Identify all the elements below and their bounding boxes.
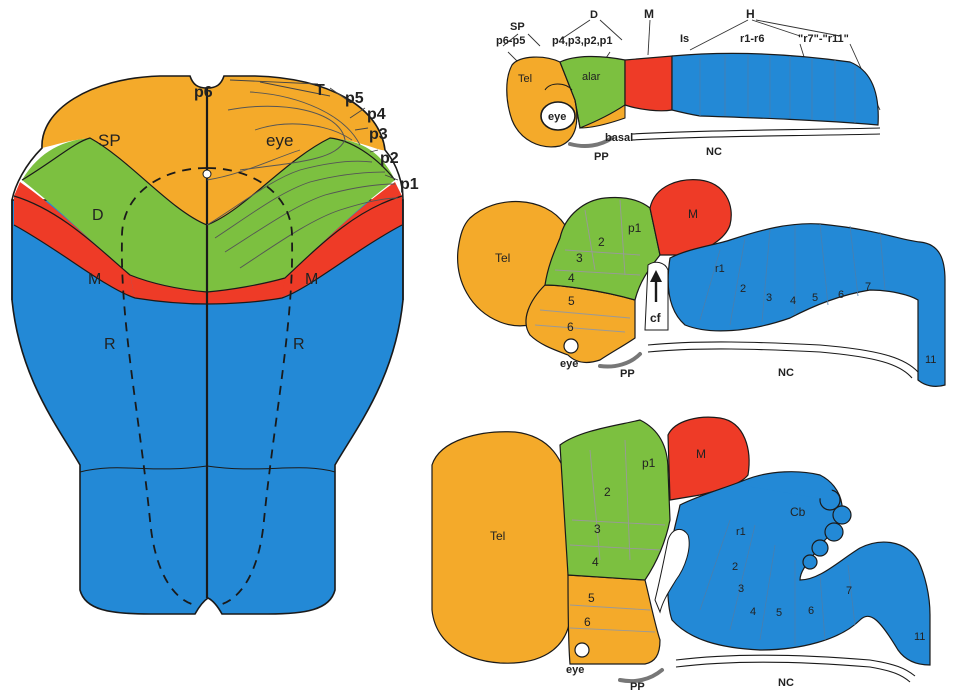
late-label-r11: 11 [914, 631, 925, 643]
top-label-d: D [590, 9, 598, 21]
late-label-cb: Cb [790, 505, 806, 519]
mid-label-p1: p1 [628, 221, 642, 235]
mid-label-6: 6 [567, 320, 574, 334]
m-early [625, 56, 672, 111]
eye-late [575, 643, 589, 657]
ventral-mid [526, 285, 635, 362]
mid-label-eye: eye [560, 358, 578, 370]
late-label-nc: NC [778, 677, 794, 689]
late-label-4: 4 [592, 555, 599, 569]
late-label-5: 5 [588, 591, 595, 605]
label-p5: p5 [345, 90, 364, 107]
notochord-late [676, 655, 915, 676]
mid-label-4: 4 [568, 271, 575, 285]
mid-label-r1: r1 [715, 263, 725, 275]
label-p2: p2 [380, 150, 399, 167]
label-d: D [92, 207, 104, 224]
late-label-tel: Tel [490, 529, 505, 543]
label-p4: p4 [367, 106, 386, 123]
mid-label-pp: PP [620, 368, 635, 380]
tel-late [432, 432, 570, 663]
late-label-r1: r1 [736, 526, 746, 538]
label-t: T [315, 82, 325, 99]
mid-label-3: 3 [576, 251, 583, 265]
top-label-basal: basal [605, 132, 633, 144]
late-label-m: M [696, 447, 706, 461]
late-label-p1: p1 [642, 456, 656, 470]
dorsal-view-panel: p6 T p5 p4 p3 p2 p1 SP eye D M M R R [12, 76, 419, 614]
top-label-alar: alar [582, 71, 601, 83]
mid-label-nc: NC [778, 367, 794, 379]
top-label-sp-range: p6-p5 [496, 35, 525, 47]
top-label-h: H [746, 7, 755, 21]
late-label-r4: 4 [750, 606, 756, 618]
label-eye: eye [266, 131, 293, 150]
eye-mid [564, 339, 578, 353]
label-p1: p1 [400, 176, 419, 193]
late-label-eye: eye [566, 664, 584, 676]
mid-label-r6: 6 [838, 289, 844, 301]
late-label-r5: 5 [776, 607, 782, 619]
top-label-r-extra: "r7"-"r11" [798, 33, 849, 45]
late-label-pp: PP [630, 681, 645, 692]
label-p6: p6 [194, 84, 213, 101]
notochord-early [632, 128, 880, 134]
label-m-left: M [88, 271, 101, 288]
top-label-tel: Tel [518, 73, 532, 85]
h-early [672, 53, 878, 125]
top-label-r-range: r1-r6 [740, 33, 764, 45]
top-label-eye: eye [548, 111, 566, 123]
hindbrain-late [668, 472, 930, 665]
early-stage-panel: SP p6-p5 D p4,p3,p2,p1 M H Is r1-r6 "r7"… [496, 7, 880, 163]
top-label-nc: NC [706, 146, 722, 158]
top-label-sp: SP [510, 21, 525, 33]
top-label-pp: PP [594, 151, 609, 163]
label-p3: p3 [369, 126, 388, 143]
mid-label-r4: 4 [790, 295, 796, 307]
label-m-right: M [305, 271, 318, 288]
late-stage-panel: Tel p1 2 3 4 5 6 M Cb r1 2 3 4 5 6 7 11 … [432, 417, 930, 692]
pp-late [620, 670, 662, 681]
late-label-r2: 2 [732, 561, 738, 573]
mid-label-r7: 7 [865, 281, 871, 293]
late-label-6: 6 [584, 615, 591, 629]
top-label-m: M [644, 7, 654, 21]
mid-label-r5: 5 [812, 292, 818, 304]
mid-label-2: 2 [598, 235, 605, 249]
label-sp: SP [98, 131, 121, 150]
late-label-3: 3 [594, 522, 601, 536]
mid-label-5: 5 [568, 294, 575, 308]
mid-label-r2: 2 [740, 283, 746, 295]
mid-label-r3: 3 [766, 292, 772, 304]
top-label-is: Is [680, 33, 689, 45]
d-late [560, 420, 670, 580]
late-label-r7: 7 [846, 585, 852, 597]
label-r-left: R [104, 336, 116, 353]
label-r-right: R [293, 336, 305, 353]
top-label-d-range: p4,p3,p2,p1 [552, 35, 613, 47]
mid-label-r11: 11 [925, 354, 936, 366]
late-label-r6: 6 [808, 605, 814, 617]
mid-label-m: M [688, 207, 698, 221]
late-label-2: 2 [604, 485, 611, 499]
late-label-r3: 3 [738, 583, 744, 595]
mid-label-tel: Tel [495, 251, 510, 265]
mid-stage-panel: Tel p1 2 3 4 5 6 M r1 2 3 4 5 6 7 11 cf … [458, 180, 945, 387]
mid-label-cf: cf [650, 311, 662, 325]
